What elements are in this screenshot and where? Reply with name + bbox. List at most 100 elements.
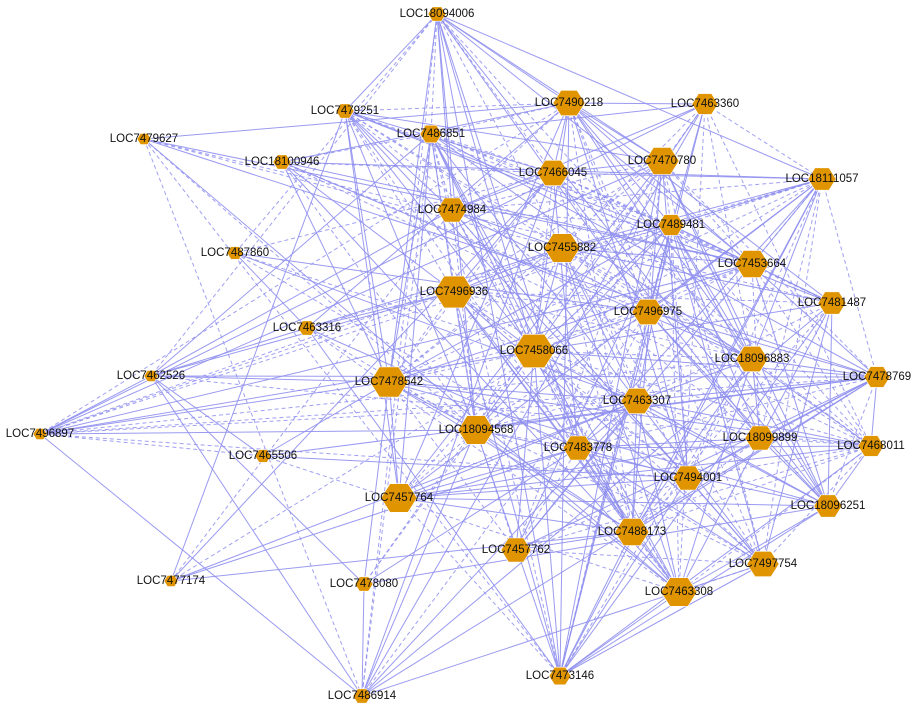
node-hexagon-loc7483778[interactable] — [562, 435, 594, 461]
edge-LOC7496936-LOC7483778 — [453, 291, 579, 449]
node-hexagon-loc7486914[interactable] — [352, 688, 372, 704]
node-label-loc7486914: LOC7486914 — [328, 690, 397, 702]
node-hexagon-loc7486851[interactable] — [419, 124, 443, 144]
node-hexagon-loc7465506[interactable] — [254, 449, 272, 463]
edge-LOC7496936-LOC7496975 — [453, 291, 649, 313]
edge-LOC7463360-LOC18111057 — [704, 103, 823, 180]
node-hexagon-loc7479251[interactable] — [335, 103, 355, 119]
edge-LOC18111057-LOC18099899 — [759, 178, 823, 439]
node-hexagon-loc7468011[interactable] — [857, 435, 885, 457]
edge-LOC7455882-LOC7478542 — [388, 247, 563, 383]
edge-LOC7462526-LOC7478769 — [150, 375, 878, 378]
node-label-loc7487860: LOC7487860 — [201, 247, 269, 259]
node-label-loc18094568: LOC18094568 — [439, 424, 514, 436]
node-hexagon-loc7496975[interactable] — [631, 298, 665, 326]
node-hexagon-loc7457762[interactable] — [500, 537, 532, 563]
edge-LOC7478769-LOC7468011 — [870, 376, 878, 447]
edge-LOC18094006-LOC7466045 — [436, 13, 554, 174]
node-label-loc7457762: LOC7457762 — [482, 544, 550, 556]
node-label-loc7478542: LOC7478542 — [355, 376, 423, 388]
edge-LOC7490218-LOC18096251 — [568, 102, 829, 507]
node-hexagon-loc7474984[interactable] — [436, 197, 468, 223]
edge-LOC7474984-LOC7455882 — [451, 209, 563, 249]
node-hexagon-loc18096883[interactable] — [735, 345, 769, 373]
edge-LOC7478542-LOC7496897 — [39, 381, 390, 435]
edge-LOC18099899-LOC7457764 — [398, 437, 761, 499]
edge-LOC7494001-LOC7457764 — [398, 477, 689, 499]
edge-LOC7496936-LOC7478542 — [388, 291, 455, 383]
node-hexagon-loc18099899[interactable] — [744, 425, 776, 451]
node-hexagon-loc18094006[interactable] — [427, 6, 447, 22]
node-hexagon-loc7455882[interactable] — [543, 233, 581, 263]
node-hexagon-loc18094568[interactable] — [457, 415, 495, 445]
node-hexagon-loc7463316[interactable] — [297, 320, 317, 336]
edge-LOC7486851-LOC18100946 — [281, 133, 432, 163]
edge-LOC7470780-LOC7457762 — [515, 160, 663, 551]
edge-LOC7455882-LOC7494001 — [561, 247, 689, 479]
edge-LOC7463307-LOC7488173 — [631, 400, 638, 533]
edge-LOC7490218-LOC7488173 — [568, 102, 633, 533]
node-hexagon-loc7479627[interactable] — [136, 133, 152, 145]
edge-LOC7490218-LOC7479627 — [143, 102, 570, 140]
node-label-loc7497754: LOC7497754 — [729, 558, 798, 570]
node-hexagon-loc7488173[interactable] — [614, 518, 650, 546]
node-hexagon-loc7496897[interactable] — [32, 428, 48, 440]
node-label-loc7470780: LOC7470780 — [628, 155, 696, 167]
node-layer — [32, 6, 891, 704]
edge-LOC7463308-LOC7473146 — [559, 591, 680, 677]
node-hexagon-loc7487860[interactable] — [226, 246, 244, 260]
node-label-loc7496897: LOC7496897 — [6, 428, 74, 440]
node-hexagon-loc7477174[interactable] — [163, 575, 179, 587]
edge-LOC7490218-LOC7497754 — [568, 102, 764, 565]
node-hexagon-loc7490218[interactable] — [552, 90, 586, 116]
edge-LOC7463360-LOC7458066 — [533, 103, 706, 352]
node-hexagon-loc18100946[interactable] — [272, 154, 292, 170]
node-hexagon-loc7496936[interactable] — [433, 275, 475, 309]
node-label-loc7477174: LOC7477174 — [137, 575, 206, 587]
node-hexagon-loc7458066[interactable] — [512, 333, 556, 369]
node-hexagon-loc7478080[interactable] — [354, 576, 374, 592]
node-hexagon-loc7463307[interactable] — [620, 387, 654, 415]
edge-LOC7470780-LOC7478769 — [661, 160, 878, 378]
node-label-loc7490218: LOC7490218 — [535, 97, 603, 109]
node-hexagon-loc18096251[interactable] — [813, 494, 843, 518]
node-hexagon-loc7489481[interactable] — [657, 214, 685, 236]
edge-LOC18094568-LOC7483778 — [475, 429, 579, 449]
edge-LOC7486851-LOC7468011 — [430, 133, 872, 447]
node-hexagon-loc7453664[interactable] — [734, 250, 770, 278]
edge-LOC7496936-LOC7463316 — [306, 291, 455, 329]
edge-LOC7486851-LOC7474984 — [430, 133, 453, 211]
edge-LOC18094006-LOC7487860 — [234, 13, 438, 254]
edge-LOC7455882-LOC7463316 — [306, 247, 563, 329]
edge-LOC7474984-LOC7489481 — [451, 209, 672, 226]
edge-LOC7479627-LOC18094568 — [143, 138, 477, 431]
node-hexagon-loc7462526[interactable] — [143, 370, 159, 382]
node-hexagon-loc18111057[interactable] — [807, 167, 837, 191]
edge-LOC7486851-LOC7462526 — [150, 133, 432, 377]
node-hexagon-loc7463360[interactable] — [691, 93, 719, 115]
node-label-loc7478080: LOC7478080 — [330, 578, 398, 590]
node-label-loc7463307: LOC7463307 — [603, 395, 671, 407]
edge-LOC18111057-LOC7478769 — [821, 178, 878, 378]
node-hexagon-loc7457764[interactable] — [380, 483, 418, 513]
node-hexagon-loc7478542[interactable] — [369, 366, 409, 398]
edge-LOC18096883-LOC7468011 — [751, 358, 872, 447]
node-hexagon-loc7470780[interactable] — [644, 147, 680, 175]
node-hexagon-loc7478769[interactable] — [863, 366, 891, 388]
edge-LOC7478769-LOC7494001 — [687, 376, 878, 479]
node-hexagon-loc7473146[interactable] — [548, 666, 572, 686]
edge-LOC18111057-LOC7478542 — [388, 178, 823, 383]
node-label-loc18096883: LOC18096883 — [715, 353, 790, 365]
edge-LOC7462526-LOC7486914 — [150, 375, 363, 697]
node-hexagon-loc7494001[interactable] — [672, 465, 704, 491]
node-hexagon-loc7463308[interactable] — [660, 577, 698, 607]
edge-LOC7478769-LOC7457762 — [515, 376, 878, 551]
node-label-loc7496936: LOC7496936 — [420, 286, 488, 298]
edge-LOC18096883-LOC7494001 — [687, 358, 753, 479]
node-label-loc7468011: LOC7468011 — [837, 440, 905, 452]
node-hexagon-loc7466045[interactable] — [536, 160, 570, 186]
node-hexagon-loc7497754[interactable] — [746, 550, 780, 578]
edge-LOC7490218-LOC7474984 — [451, 102, 570, 211]
node-hexagon-loc7481487[interactable] — [817, 291, 847, 315]
